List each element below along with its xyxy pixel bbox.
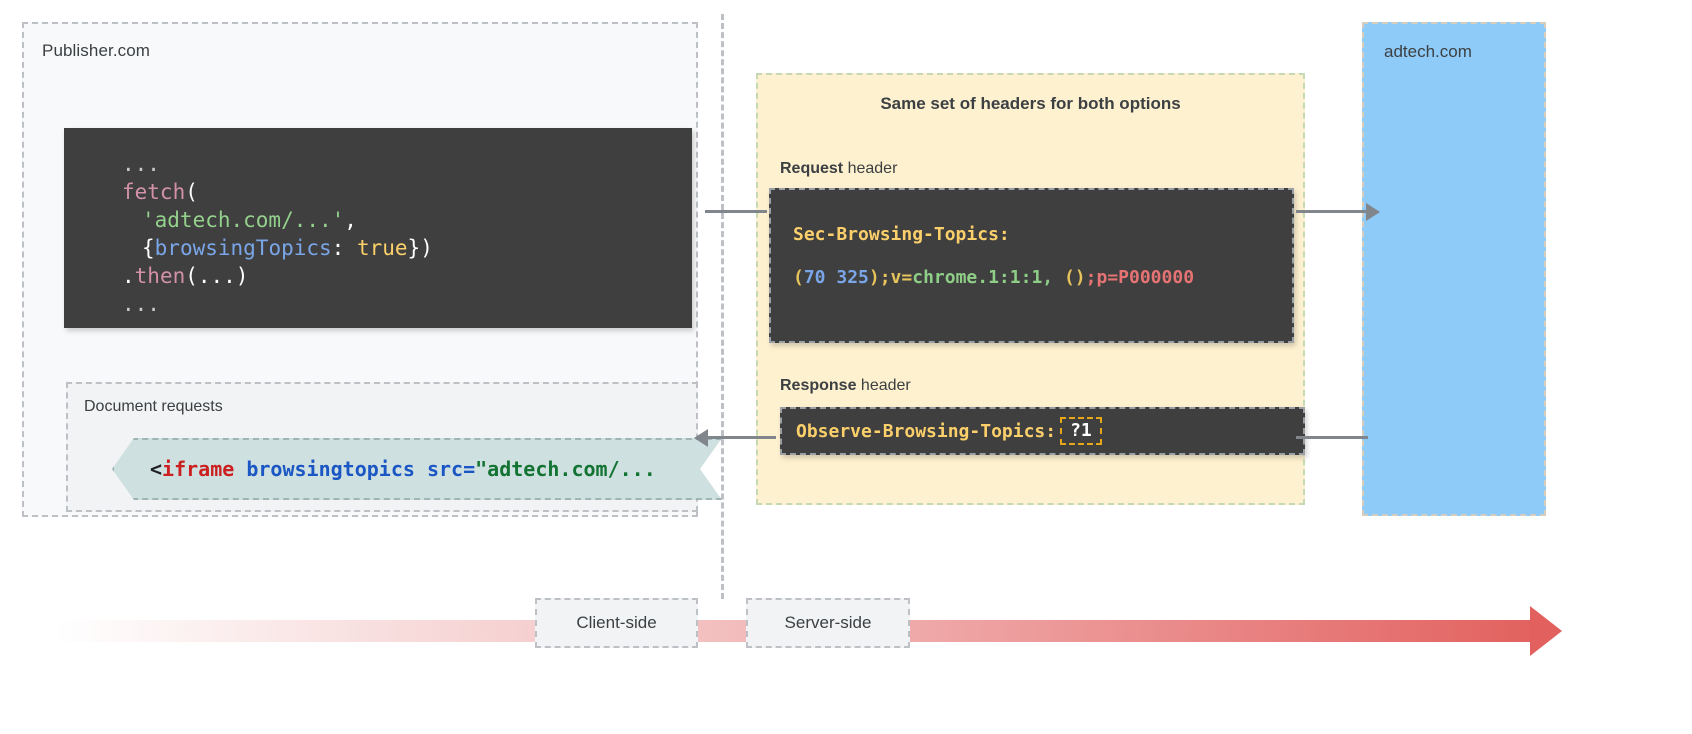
code-token-punct-3: ;v= [879,267,913,288]
code-token-fn-0: fetch [122,180,186,204]
response-header-caption: Response header [780,377,911,395]
request-header-value: (70 325);v=chrome.1:1:1, ();p=P000000 [793,267,1292,288]
code-token-tag-1: iframe [162,457,235,481]
code-token-dots-0: ... [122,152,160,176]
code-token-red-7: ;p=P000000 [1085,267,1195,288]
adtech-label: adtech.com [1384,42,1472,61]
code-token-br-2 [234,457,246,481]
adtech-panel: adtech.com [1362,22,1546,516]
code-token-green-4: chrome.1:1:1, [912,267,1054,288]
server-side-chip: Server-side [746,598,910,648]
document-requests-label: Document requests [84,398,223,415]
publisher-label: Publisher.com [42,41,151,60]
code-token-num-1: 70 325 [803,267,869,288]
response-header-value-highlight: ?1 [1060,417,1102,445]
publisher-panel: Publisher.com ...fetch('adtech.com/...',… [22,22,698,517]
code-token-punct-6: () [1063,267,1086,288]
timeline-arrow-head-icon [1530,606,1562,656]
code-token-val-6: "adtech.com/... [475,457,656,481]
code-line: ... [64,150,692,178]
code-token-plain-0: . [122,264,135,288]
javascript-code-block: ...fetch('adtech.com/...',{browsingTopic… [64,128,692,328]
headers-panel-title: Same set of headers for both options [880,94,1181,113]
code-token-br-0: < [150,457,163,481]
code-line: .then(...) [64,262,692,290]
request-caption-rest: header [843,160,898,177]
response-header-code-block: Observe-Browsing-Topics: ?1 [780,407,1305,455]
code-token-plain-4: }) [407,236,433,260]
iframe-code-text: <iframe browsingtopics src="adtech.com/.… [114,457,656,481]
code-token-attr-5: src= [426,457,476,481]
iframe-snippet-chip: <iframe browsingtopics src="adtech.com/.… [112,438,722,500]
code-token-str-0: 'adtech.com/...' [142,208,345,232]
arrow-request-headers-to-adtech [1296,210,1368,213]
response-caption-rest: header [856,377,911,394]
code-token-dots-0: ... [122,292,160,316]
code-token-plain-2: : [331,236,357,260]
client-side-chip: Client-side [535,598,698,648]
javascript-code-lines: ...fetch('adtech.com/...',{browsingTopic… [64,150,692,318]
code-line: 'adtech.com/...', [64,206,692,234]
request-header-code-block: Sec-Browsing-Topics: (70 325);v=chrome.1… [769,188,1294,343]
arrow-request-head-icon [1366,203,1380,221]
code-token-attr-3: browsingtopics [246,457,415,481]
code-line: fetch( [64,178,692,206]
request-caption-strong: Request [780,160,844,177]
code-token-punct-0: ( [793,267,804,288]
arrow-request-publisher-to-headers [705,210,767,213]
response-caption-strong: Response [780,377,857,394]
code-line: ... [64,290,692,318]
code-token-plain-1: , [344,208,357,232]
code-line: {browsingTopics: true}) [64,234,692,262]
arrow-response-head-icon [694,429,708,447]
request-header-caption: Request header [780,160,897,178]
client-server-divider [721,14,724,599]
code-token-fn-1: then [134,264,186,288]
request-header-name: Sec-Browsing-Topics: [793,224,1010,245]
code-token-prop-1: browsingTopics [154,236,332,260]
headers-panel: Same set of headers for both options Req… [756,73,1305,505]
arrow-response-adtech-to-headers [1296,436,1368,439]
code-token-plain-1: ( [185,180,198,204]
code-token-punct-2: ) [868,267,880,288]
code-token-punct-5 [1053,267,1064,288]
response-header-name: Observe-Browsing-Topics: [796,420,1057,442]
code-token-br-4 [415,457,427,481]
code-token-bool-3: true [356,236,408,260]
code-token-plain-0: { [142,236,155,260]
document-requests-panel: Document requests <iframe browsingtopics… [66,382,698,512]
code-token-plain-2: (...) [185,264,249,288]
arrow-response-headers-to-publisher [706,436,776,439]
